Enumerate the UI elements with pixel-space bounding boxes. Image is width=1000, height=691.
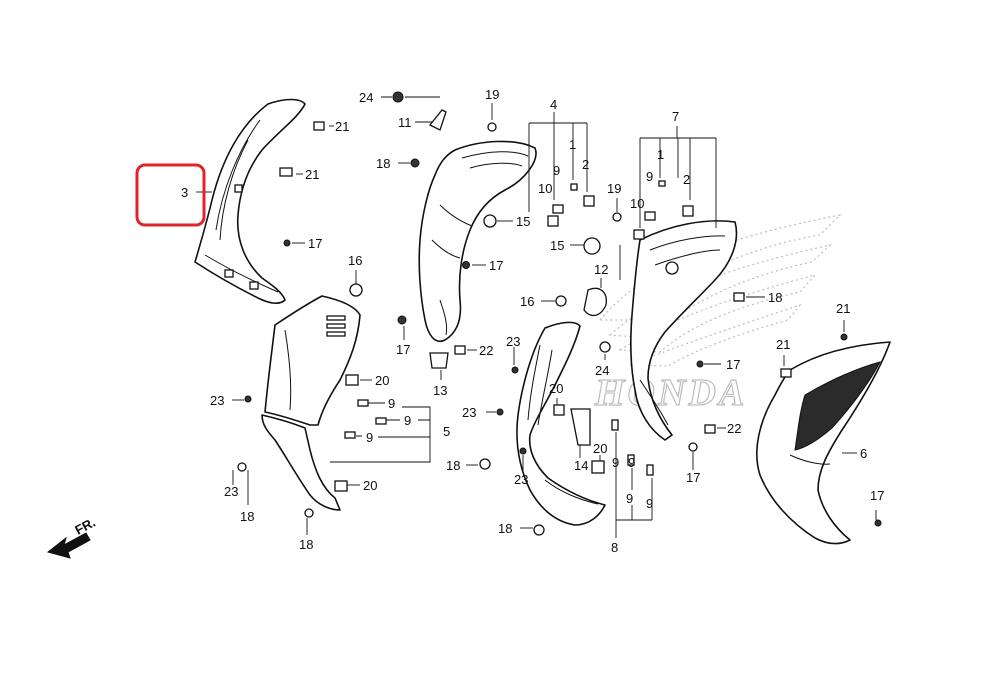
- part-6-right-side-panel: [756, 341, 891, 545]
- callout-10: 10: [630, 196, 644, 211]
- callout-labels: 24 11 19 4 1 2 9 10 7 1 9 2 19 10 21 21 …: [181, 87, 884, 555]
- callout-19: 19: [607, 181, 621, 196]
- front-arrow-icon: [46, 532, 91, 559]
- callout-17: 17: [726, 357, 740, 372]
- callout-15: 15: [550, 238, 564, 253]
- callout-9: 9: [628, 455, 635, 470]
- callout-18: 18: [299, 537, 313, 552]
- callout-9: 9: [626, 491, 633, 506]
- callout-23: 23: [462, 405, 476, 420]
- callout-23: 23: [506, 334, 520, 349]
- callout-15: 15: [516, 214, 530, 229]
- callout-20: 20: [593, 441, 607, 456]
- callout-21: 21: [836, 301, 850, 316]
- callout-21: 21: [335, 119, 349, 134]
- highlight-box: [135, 163, 206, 227]
- callout-1: 1: [569, 137, 576, 152]
- callout-18: 18: [768, 290, 782, 305]
- callout-8: 8: [611, 540, 618, 555]
- callout-23: 23: [514, 472, 528, 487]
- callout-6: 6: [860, 446, 867, 461]
- callout-10: 10: [538, 181, 552, 196]
- callout-9: 9: [646, 496, 653, 511]
- callout-17: 17: [489, 258, 503, 273]
- callout-17: 17: [396, 342, 410, 357]
- callout-2: 2: [683, 172, 690, 187]
- callout-9: 9: [366, 430, 373, 445]
- callout-16: 16: [348, 253, 362, 268]
- part-3-upper-cowl: [194, 98, 306, 304]
- front-direction-indicator: FR.: [46, 515, 98, 559]
- callout-7: 7: [672, 109, 679, 124]
- callout-23: 23: [224, 484, 238, 499]
- callout-9: 9: [388, 396, 395, 411]
- callout-18: 18: [446, 458, 460, 473]
- part-8-center-lower-panel: [516, 321, 606, 526]
- callout-19: 19: [485, 87, 499, 102]
- part-4-inner-cover: [418, 140, 537, 342]
- callout-22: 22: [727, 421, 741, 436]
- callout-9: 9: [612, 455, 619, 470]
- watermark-brand-text: HONDA: [594, 372, 747, 414]
- callout-11: 11: [398, 115, 412, 130]
- fasteners: [237, 91, 882, 536]
- callout-9: 9: [553, 163, 560, 178]
- callout-24: 24: [595, 363, 609, 378]
- callout-13: 13: [433, 383, 447, 398]
- callout-20: 20: [375, 373, 389, 388]
- callout-5: 5: [443, 424, 450, 439]
- callout-18: 18: [240, 509, 254, 524]
- part-5-side-panel: [261, 295, 361, 511]
- callout-3: 3: [181, 185, 188, 200]
- callout-20: 20: [363, 478, 377, 493]
- leader-lines: [196, 96, 877, 538]
- callout-21: 21: [776, 337, 790, 352]
- front-label: FR.: [72, 515, 98, 538]
- callout-2: 2: [582, 157, 589, 172]
- callout-4: 4: [550, 97, 557, 112]
- callout-20: 20: [549, 381, 563, 396]
- callout-9: 9: [646, 169, 653, 184]
- callout-12: 12: [594, 262, 608, 277]
- callout-17: 17: [686, 470, 700, 485]
- callout-16: 16: [520, 294, 534, 309]
- callout-23: 23: [210, 393, 224, 408]
- callout-9: 9: [404, 413, 411, 428]
- callout-1: 1: [657, 147, 664, 162]
- callout-18: 18: [498, 521, 512, 536]
- part-7-upper-right-cowl: [629, 220, 738, 441]
- callout-14: 14: [574, 458, 588, 473]
- callout-17: 17: [308, 236, 322, 251]
- callout-22: 22: [479, 343, 493, 358]
- callout-18: 18: [376, 156, 390, 171]
- callout-17: 17: [870, 488, 884, 503]
- callout-21: 21: [305, 167, 319, 182]
- callout-24: 24: [359, 90, 373, 105]
